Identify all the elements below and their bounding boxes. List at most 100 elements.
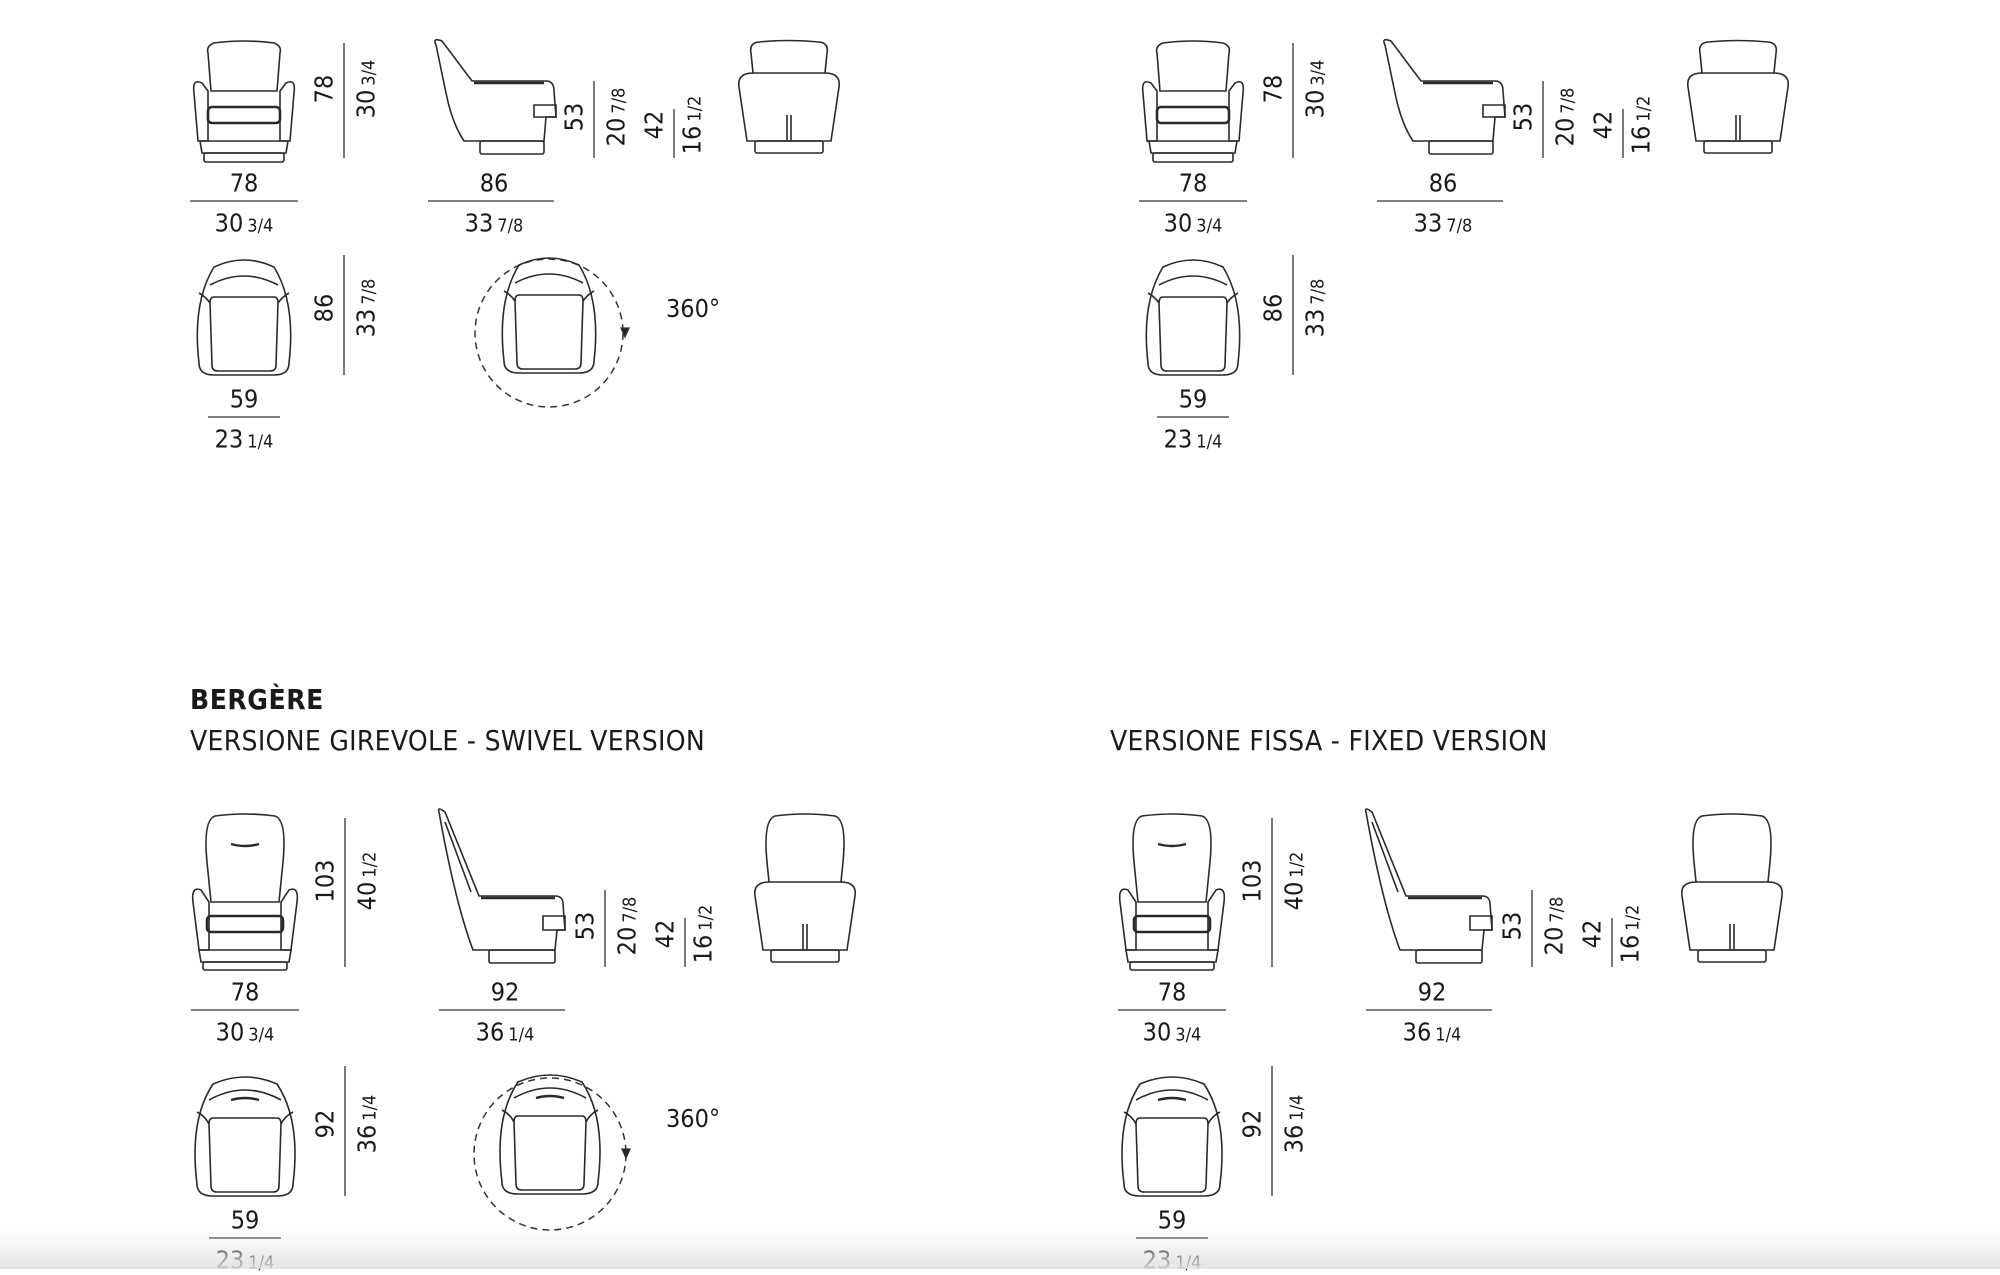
bergere-swivel-top-depth-in: 361/4	[352, 1094, 382, 1154]
armchair-swivel-side-depth-cm: 86	[480, 171, 509, 196]
armchair-fixed-side-depth-cm-value: 86	[1428, 168, 1458, 198]
bergere-fixed-back-view	[1680, 813, 1784, 963]
bergere-swivel-seat-height-in: 161/2	[688, 905, 718, 964]
armchair-swivel-front-width-in-fraction: 3/4	[247, 215, 274, 237]
bergere-swivel-side-depth-in-fraction: 1/4	[508, 1024, 535, 1046]
bergere-fixed-front-width-cm: 78	[1158, 980, 1187, 1005]
armchair-fixed-top-depth-cm-value: 86	[1258, 293, 1288, 323]
bergere-swivel-height-in: 401/2	[353, 851, 382, 911]
armchair-fixed-arm-height-in-value: 20	[1550, 117, 1580, 147]
armchair-swivel-arm-height-in-fraction: 7/8	[608, 87, 630, 114]
bergere-fixed-side-depth-in-fraction: 1/4	[1435, 1024, 1462, 1046]
armchair-swivel-front-width-in-value: 30	[214, 208, 244, 238]
armchair-fixed-seat-height-in: 161/2	[1627, 96, 1656, 155]
armchair-fixed-arm-height-in: 207/8	[1550, 87, 1580, 147]
bergere-swivel-front-view	[191, 812, 299, 972]
bergere-fixed-arm-height-cm-value: 53	[1497, 911, 1527, 941]
bergere-swivel-seat-height-in-value: 16	[688, 934, 718, 964]
bergere-fixed-arm-height-in-value: 20	[1539, 926, 1569, 956]
bergere-fixed-seat-height-cm: 42	[1578, 920, 1607, 949]
armchair-swivel-front-view	[192, 39, 296, 164]
bergere-fixed-seat-height-in: 161/2	[1615, 905, 1645, 964]
armchair-swivel-top-depth-in: 337/8	[351, 279, 381, 338]
bergere-fixed-top-depth-in-fraction: 1/4	[1286, 1094, 1308, 1121]
armchair-fixed-height-in-value: 30	[1300, 89, 1330, 119]
armchair-fixed-seat-height-cm-value: 42	[1588, 110, 1618, 140]
armchair-swivel-rotation-view	[501, 257, 597, 374]
bergere-fixed-side-depth-cm-value: 92	[1417, 977, 1447, 1007]
section-subtitle-swivel: VERSIONE GIREVOLE - SWIVEL VERSION	[190, 724, 706, 757]
armchair-fixed-side-depth-in-value: 33	[1413, 208, 1443, 238]
armchair-fixed-side-depth-cm: 86	[1429, 171, 1458, 196]
armchair-swivel-seat-height-cm-value: 42	[639, 110, 669, 140]
armchair-fixed-top-view	[1145, 259, 1241, 376]
armchair-swivel-seat-height-in: 161/2	[677, 96, 707, 155]
armchair-fixed-back-view	[1686, 39, 1790, 154]
armchair-fixed-side-depth-in-fraction: 7/8	[1446, 215, 1473, 237]
bergere-fixed-height-in-fraction: 1/2	[1286, 851, 1308, 878]
bergere-swivel-top-depth-cm: 92	[311, 1110, 340, 1139]
bergere-fixed-front-width-in-fraction: 3/4	[1175, 1024, 1202, 1046]
armchair-fixed-seat-height-cm: 42	[1588, 110, 1618, 140]
armchair-fixed-front-width-cm: 78	[1179, 171, 1208, 196]
bergere-fixed-arm-height-in-fraction: 7/8	[1546, 896, 1568, 923]
bergere-swivel-seat-height-cm: 42	[651, 920, 680, 949]
armchair-swivel-arm-height-in: 207/8	[601, 87, 631, 147]
armchair-swivel-top-width-in-fraction: 1/4	[247, 431, 274, 453]
armchair-fixed-top-depth-in-value: 33	[1300, 308, 1330, 338]
bergere-fixed-arm-height-in: 207/8	[1539, 896, 1569, 956]
bergere-fixed-top-depth-in-value: 36	[1279, 1124, 1309, 1154]
armchair-swivel-arm-height-cm: 53	[560, 103, 589, 132]
section-subtitle-fixed: VERSIONE FISSA - FIXED VERSION	[1110, 724, 1548, 757]
armchair-swivel-rotation-arrow	[619, 327, 631, 339]
bergere-swivel-height-cm-value: 103	[310, 859, 340, 903]
armchair-fixed-top-width-in-value: 23	[1163, 424, 1193, 454]
bergere-swivel-front-width-cm-value: 78	[230, 977, 260, 1007]
bergere-fixed-side-view	[1364, 807, 1494, 965]
armchair-swivel-height-cm-value: 78	[309, 74, 339, 104]
armchair-swivel-top-width-in-value: 23	[214, 424, 244, 454]
armchair-fixed-top-width-cm: 59	[1179, 387, 1208, 412]
bergere-swivel-rotation-view	[498, 1073, 602, 1196]
armchair-swivel-rotation-circle	[474, 258, 624, 408]
bergere-swivel-side-depth-cm: 92	[491, 980, 520, 1005]
bergere-fixed-front-view	[1118, 812, 1226, 972]
armchair-fixed-height-cm-value: 78	[1258, 74, 1288, 104]
armchair-swivel-height-cm: 78	[309, 74, 339, 104]
armchair-swivel-top-depth-in-value: 33	[351, 308, 381, 338]
armchair-fixed-arm-height-in-fraction: 7/8	[1557, 87, 1579, 114]
armchair-swivel-side-view	[433, 38, 558, 156]
bergere-fixed-front-width-in-value: 30	[1142, 1017, 1172, 1047]
bergere-fixed-height-in: 401/2	[1280, 851, 1309, 911]
armchair-swivel-side-depth-in-value: 33	[464, 208, 494, 238]
bergere-fixed-seat-height-in-value: 16	[1615, 934, 1645, 964]
bergere-swivel-side-depth-in-value: 36	[475, 1017, 505, 1047]
bergere-fixed-height-cm-value: 103	[1237, 859, 1267, 903]
bergere-fixed-arm-height-cm: 53	[1497, 911, 1527, 941]
bergere-swivel-arm-height-in-value: 20	[612, 926, 642, 956]
armchair-swivel-arm-height-in-value: 20	[601, 117, 631, 147]
armchair-swivel-top-depth-cm: 86	[310, 294, 339, 323]
bergere-fixed-top-width-cm: 59	[1158, 1208, 1187, 1233]
armchair-swivel-seat-height-in-value: 16	[677, 125, 707, 155]
armchair-swivel-seat-height-cm: 42	[639, 110, 669, 140]
bergere-swivel-top-depth-in-value: 36	[352, 1124, 382, 1154]
armchair-fixed-top-depth-in-fraction: 7/8	[1307, 278, 1329, 305]
armchair-fixed-arm-height-cm-value: 53	[1508, 102, 1538, 132]
bergere-swivel-top-depth-in-fraction: 1/4	[359, 1094, 381, 1121]
bergere-swivel-top-view	[193, 1075, 297, 1198]
bergere-swivel-height-in-fraction: 1/2	[359, 851, 381, 878]
bergere-swivel-front-width-in-value: 30	[215, 1017, 245, 1047]
armchair-fixed-height-in-fraction: 3/4	[1307, 59, 1329, 86]
bergere-fixed-top-depth-cm: 92	[1238, 1110, 1267, 1139]
bergere-swivel-arm-height-cm-value: 53	[570, 911, 600, 941]
